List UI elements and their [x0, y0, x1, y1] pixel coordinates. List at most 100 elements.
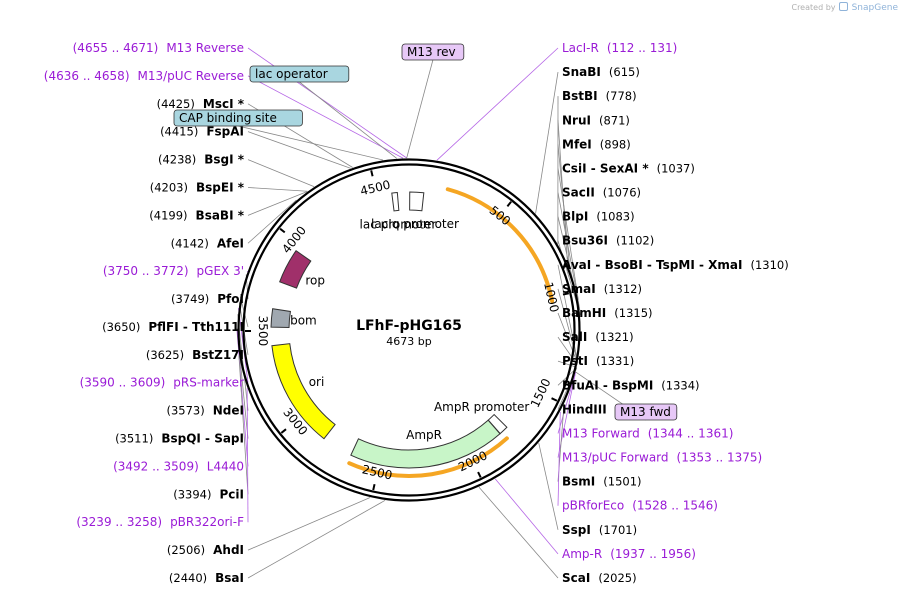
leader-line — [535, 72, 559, 214]
enzyme-name: NdeI — [213, 404, 244, 418]
primer-label[interactable]: (4636 .. 4658)M13/pUC Reverse — [44, 69, 244, 83]
enzyme-name: CsiI - SexAI * — [562, 161, 649, 175]
feature-bom[interactable] — [270, 308, 292, 329]
boxed-label-bg — [614, 403, 678, 421]
enzyme-name: AvaI - BsoBI - TspMI - XmaI — [562, 258, 742, 272]
leader-line — [247, 75, 404, 159]
primer-label[interactable]: pBRforEco(1528 .. 1546) — [562, 499, 718, 513]
snapgene-logo-icon — [839, 2, 849, 11]
enzyme-name: SmaI — [562, 282, 596, 296]
feature-label: AmpR promoter — [434, 400, 529, 414]
enzyme-label[interactable]: PstI(1331) — [562, 354, 634, 368]
leader-line — [557, 312, 579, 364]
enzyme-label[interactable]: SalI(1321) — [562, 330, 634, 344]
snapgene-credit: Created by SnapGene — [791, 2, 898, 13]
ruler-tick — [372, 483, 376, 491]
primer-label[interactable]: (3239 .. 3258)pBR322ori-F — [76, 515, 244, 529]
enzyme-label[interactable]: SspI(1701) — [562, 523, 637, 537]
feature-label: bom — [290, 314, 317, 328]
enzyme-label[interactable]: BlpI(1083) — [562, 210, 635, 224]
feature-lac-promoter[interactable] — [391, 191, 400, 212]
feature-laciq-promoter[interactable] — [409, 191, 425, 212]
enzyme-name: BsaBI * — [196, 208, 245, 222]
orf-arcs — [347, 187, 555, 478]
feature-rop[interactable] — [279, 250, 312, 289]
feature-label: ori — [309, 375, 325, 389]
enzyme-label[interactable]: BsmI(1501) — [562, 475, 642, 489]
enzyme-name: PflFI - Tth111I — [148, 320, 244, 334]
enzyme-label[interactable]: Bsu36I(1102) — [562, 234, 654, 248]
leader-line — [238, 125, 384, 161]
enzyme-name: NruI — [562, 113, 591, 127]
enzyme-label[interactable]: (4238)BsgI * — [158, 153, 245, 167]
primer-label[interactable]: LacI-R(112 .. 131) — [562, 41, 677, 55]
enzyme-label[interactable]: (4415)FspAI — [160, 125, 244, 139]
feature-label: lacIq promoter — [371, 217, 459, 231]
primer-label[interactable]: Amp-R(1937 .. 1956) — [562, 547, 696, 561]
enzyme-position: (4425) — [157, 97, 195, 111]
enzyme-label[interactable]: BamHI(1315) — [562, 306, 653, 320]
enzyme-label[interactable]: (3511)BspQI - SapI — [115, 432, 244, 446]
enzyme-label[interactable]: (4203)BspEI * — [150, 180, 245, 194]
feature-ori[interactable] — [271, 343, 336, 440]
leader-line — [247, 47, 407, 159]
enzyme-label[interactable]: SmaI(1312) — [562, 282, 642, 296]
enzyme-position: (1102) — [616, 234, 654, 248]
primer-label[interactable]: (3750 .. 3772)pGEX 3' — [103, 264, 244, 278]
ruler-tick — [562, 292, 570, 296]
primer-label[interactable]: (3492 .. 3509)L4440 — [113, 459, 244, 473]
feature-ampr[interactable] — [350, 419, 501, 469]
enzyme-position: (4203) — [150, 180, 188, 194]
enzyme-label[interactable]: BfuAI - BspMI(1334) — [562, 378, 700, 392]
primer-label[interactable]: M13/pUC Forward(1353 .. 1375) — [562, 451, 762, 465]
enzyme-position: (4238) — [158, 153, 196, 167]
leader-line — [538, 442, 559, 530]
leader-line — [236, 331, 249, 467]
leader-line — [436, 47, 559, 161]
plasmid-name: LFhF-pHG165 — [356, 318, 462, 334]
enzyme-label[interactable]: (3749)PfoI — [171, 292, 244, 306]
enzyme-label[interactable]: NruI (871) — [562, 113, 630, 127]
boxed-label-lac-operator[interactable]: lac operator — [249, 65, 350, 83]
enzyme-label[interactable]: (3573)NdeI — [167, 404, 245, 418]
enzyme-label[interactable]: CsiI - SexAI * (1037) — [562, 161, 695, 175]
boxed-label-m13-rev[interactable]: M13 rev — [401, 43, 465, 61]
enzyme-name: BstZ17I — [192, 348, 244, 362]
primer-label[interactable]: M13 Forward(1344 .. 1361) — [562, 426, 733, 440]
boxed-label-cap-binding-site[interactable]: CAP binding site — [173, 109, 303, 127]
boxed-label-bg — [249, 65, 350, 83]
enzyme-label[interactable]: (4142)AfeI — [171, 236, 244, 250]
enzyme-label[interactable]: SnaBI(615) — [562, 65, 640, 79]
enzyme-position: (1321) — [595, 330, 633, 344]
enzyme-label[interactable]: (4425)MscI * — [157, 97, 245, 111]
enzyme-label[interactable]: (4199)BsaBI * — [149, 208, 244, 222]
enzyme-position: (3625) — [146, 348, 184, 362]
enzyme-label[interactable]: (3650)PflFI - Tth111I — [102, 320, 244, 334]
enzyme-label[interactable]: AvaI - BsoBI - TspMI - XmaI(1310) — [562, 258, 789, 272]
enzyme-label[interactable]: ScaI(2025) — [562, 571, 637, 585]
enzyme-position: (871) — [599, 113, 630, 127]
enzyme-position: (1037) — [657, 161, 695, 175]
leader-line — [557, 371, 577, 434]
ruler-tick-label: 3500 — [256, 316, 270, 347]
leader-line — [238, 355, 249, 495]
primer-label[interactable]: (3590 .. 3609)pRS-marker — [80, 376, 244, 390]
leader-line — [247, 159, 315, 187]
boxed-label-m13-fwd[interactable]: M13 fwd — [614, 403, 678, 421]
enzyme-label[interactable]: (2506)AhdI — [167, 543, 244, 557]
enzyme-name: SacII — [562, 186, 595, 200]
enzyme-position: (778) — [606, 89, 637, 103]
leader-line — [299, 81, 398, 159]
enzyme-label[interactable]: (3394)PciI — [173, 487, 244, 501]
enzyme-label[interactable]: MfeI(898) — [562, 137, 631, 151]
primer-label[interactable]: (4655 .. 4671)M13 Reverse — [73, 41, 244, 55]
credit-brand: SnapGene — [851, 3, 898, 13]
enzyme-label[interactable]: BstBI(778) — [562, 89, 637, 103]
enzyme-label[interactable]: (2440)BsaI — [169, 571, 244, 585]
enzyme-label[interactable]: (3625) BstZ17I — [146, 348, 244, 362]
leader-line — [246, 388, 249, 523]
enzyme-name: BlpI — [562, 210, 588, 224]
enzyme-label[interactable]: SacII(1076) — [562, 186, 641, 200]
